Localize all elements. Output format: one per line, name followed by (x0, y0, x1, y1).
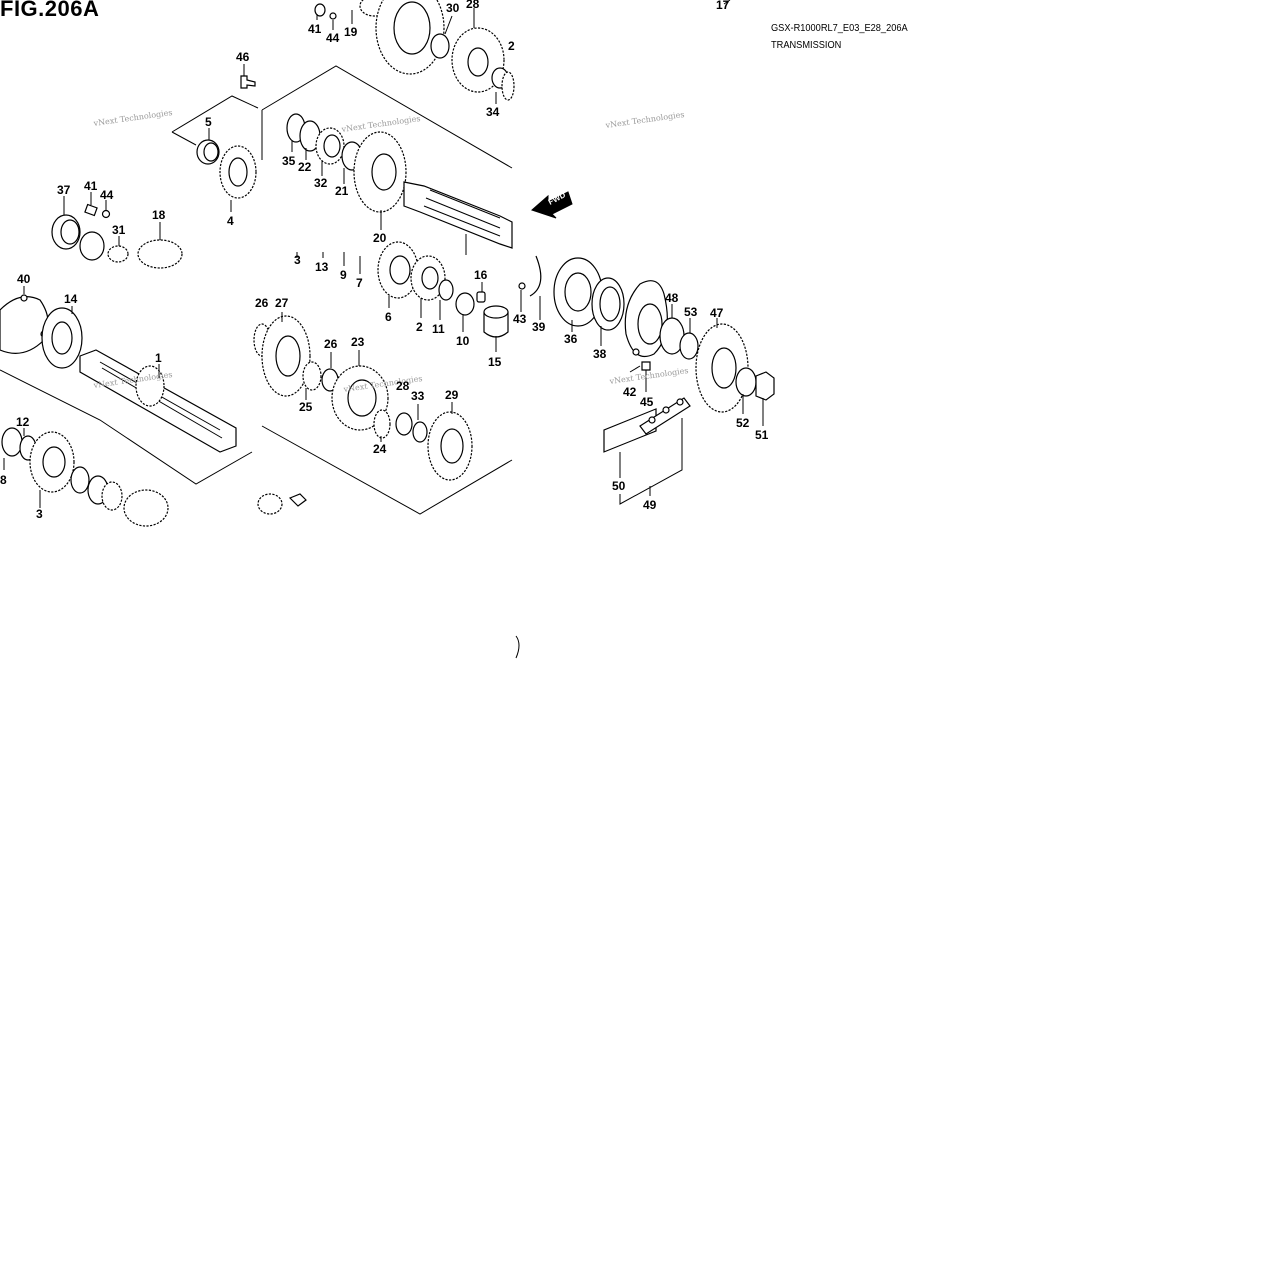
callout-49: 49 (643, 498, 657, 512)
callout-2: 2 (416, 320, 423, 334)
callout-36: 36 (564, 332, 578, 346)
part-49-chain (639, 397, 691, 435)
callout-31: 31 (112, 223, 126, 237)
callout-28: 28 (466, 0, 480, 11)
callout-13: 13 (315, 260, 329, 274)
callout-1: 1 (155, 351, 162, 365)
part-52-washer (735, 367, 757, 397)
callout-numbers: 1 2 3 4 5 6 7 8 9 10 11 12 13 14 15 16 1… (0, 0, 769, 521)
callout-34: 34 (486, 105, 500, 119)
callout-42: 42 (623, 385, 637, 399)
callout-28b: 28 (396, 379, 410, 393)
callout-20: 20 (373, 231, 387, 245)
callout-47: 47 (710, 306, 724, 320)
callout-4: 4 (227, 214, 234, 228)
figure-subtitle: TRANSMISSION (771, 39, 842, 51)
callout-43: 43 (513, 312, 527, 326)
part-25-bearing (302, 361, 322, 391)
part-39-plate-edge (529, 255, 542, 297)
part-countershaft (403, 181, 513, 249)
part-28-washer-b (395, 412, 413, 436)
callout-26: 26 (324, 337, 338, 351)
part-11-circlip (438, 279, 454, 301)
callout-19: 19 (344, 25, 358, 39)
diagram-fragments: FWD (0, 0, 775, 659)
callout-45: 45 (640, 395, 654, 409)
callout-12: 12 (16, 415, 30, 429)
watermark: vNext Technologies (340, 114, 421, 134)
callout-46: 46 (236, 50, 250, 64)
part-18-gear (137, 239, 183, 269)
callout-25: 25 (299, 400, 313, 414)
callout-10: 10 (456, 334, 470, 348)
part-51-nut (755, 371, 775, 401)
callout-11: 11 (432, 322, 445, 336)
part-53-o-ring (679, 332, 699, 360)
part-24-bearing (373, 409, 391, 439)
fragment-left-middle (0, 286, 253, 527)
figure-code: GSX-R1000RL7_E03_E28_206A (771, 22, 908, 34)
callout-29: 29 (445, 388, 459, 402)
callout-27: 27 (275, 296, 289, 310)
figure-title: FIG.206A (0, 0, 100, 21)
callout-5: 5 (205, 115, 212, 129)
callout-44b: 44 (326, 31, 340, 45)
stray-mark (515, 635, 520, 659)
fragment-bottom-center (253, 312, 513, 515)
callout-37: 37 (57, 183, 71, 197)
callout-3: 3 (36, 507, 43, 521)
watermark: vNext Technologies (92, 108, 173, 128)
callout-39: 39 (532, 320, 546, 334)
callout-21: 21 (335, 184, 349, 198)
fragment-right (518, 0, 775, 505)
watermark: vNext Technologies (604, 110, 685, 130)
part-16-pin (476, 291, 486, 303)
fwd-arrow: FWD (531, 190, 573, 219)
callout-53: 53 (684, 305, 698, 319)
callout-15: 15 (488, 355, 502, 369)
callout-partial-3: 3 (294, 253, 301, 267)
callout-33: 33 (411, 389, 425, 403)
callout-6: 6 (385, 310, 392, 324)
callout-38: 38 (593, 347, 607, 361)
callout-26b: 26 (255, 296, 269, 310)
part-33-circlip (412, 421, 428, 443)
callout-30: 30 (446, 1, 460, 15)
fragment-center (296, 241, 509, 352)
callout-32: 32 (314, 176, 328, 190)
callout-48: 48 (665, 291, 679, 305)
part-40-plate (0, 296, 49, 354)
callout-52: 52 (736, 416, 750, 430)
callout-40: 40 (17, 272, 31, 286)
callout-14: 14 (64, 292, 78, 306)
part-44-bolt (101, 209, 111, 219)
callout-8: 8 (0, 473, 7, 487)
part-41-washer (84, 203, 98, 217)
callout-41b: 41 (308, 22, 322, 36)
callout-41: 41 (84, 179, 98, 193)
callout-44: 44 (100, 188, 114, 202)
callout-22: 22 (298, 160, 312, 174)
callout-partial-top: 2 (508, 39, 515, 53)
callout-35: 35 (282, 154, 296, 168)
part-30-washer (430, 33, 450, 59)
callout-24: 24 (373, 442, 387, 456)
part-46-bolt (240, 75, 256, 89)
callout-9: 9 (340, 268, 347, 282)
callout-7: 7 (356, 276, 363, 290)
fragment-top-center (261, 0, 515, 255)
callout-17: 17 (716, 0, 730, 12)
callout-18: 18 (152, 208, 166, 222)
callout-50: 50 (612, 479, 626, 493)
callout-23: 23 (351, 335, 365, 349)
fragment-top-left (51, 64, 259, 269)
callout-51: 51 (755, 428, 769, 442)
callout-16: 16 (474, 268, 488, 282)
part-10-washer (455, 292, 475, 316)
